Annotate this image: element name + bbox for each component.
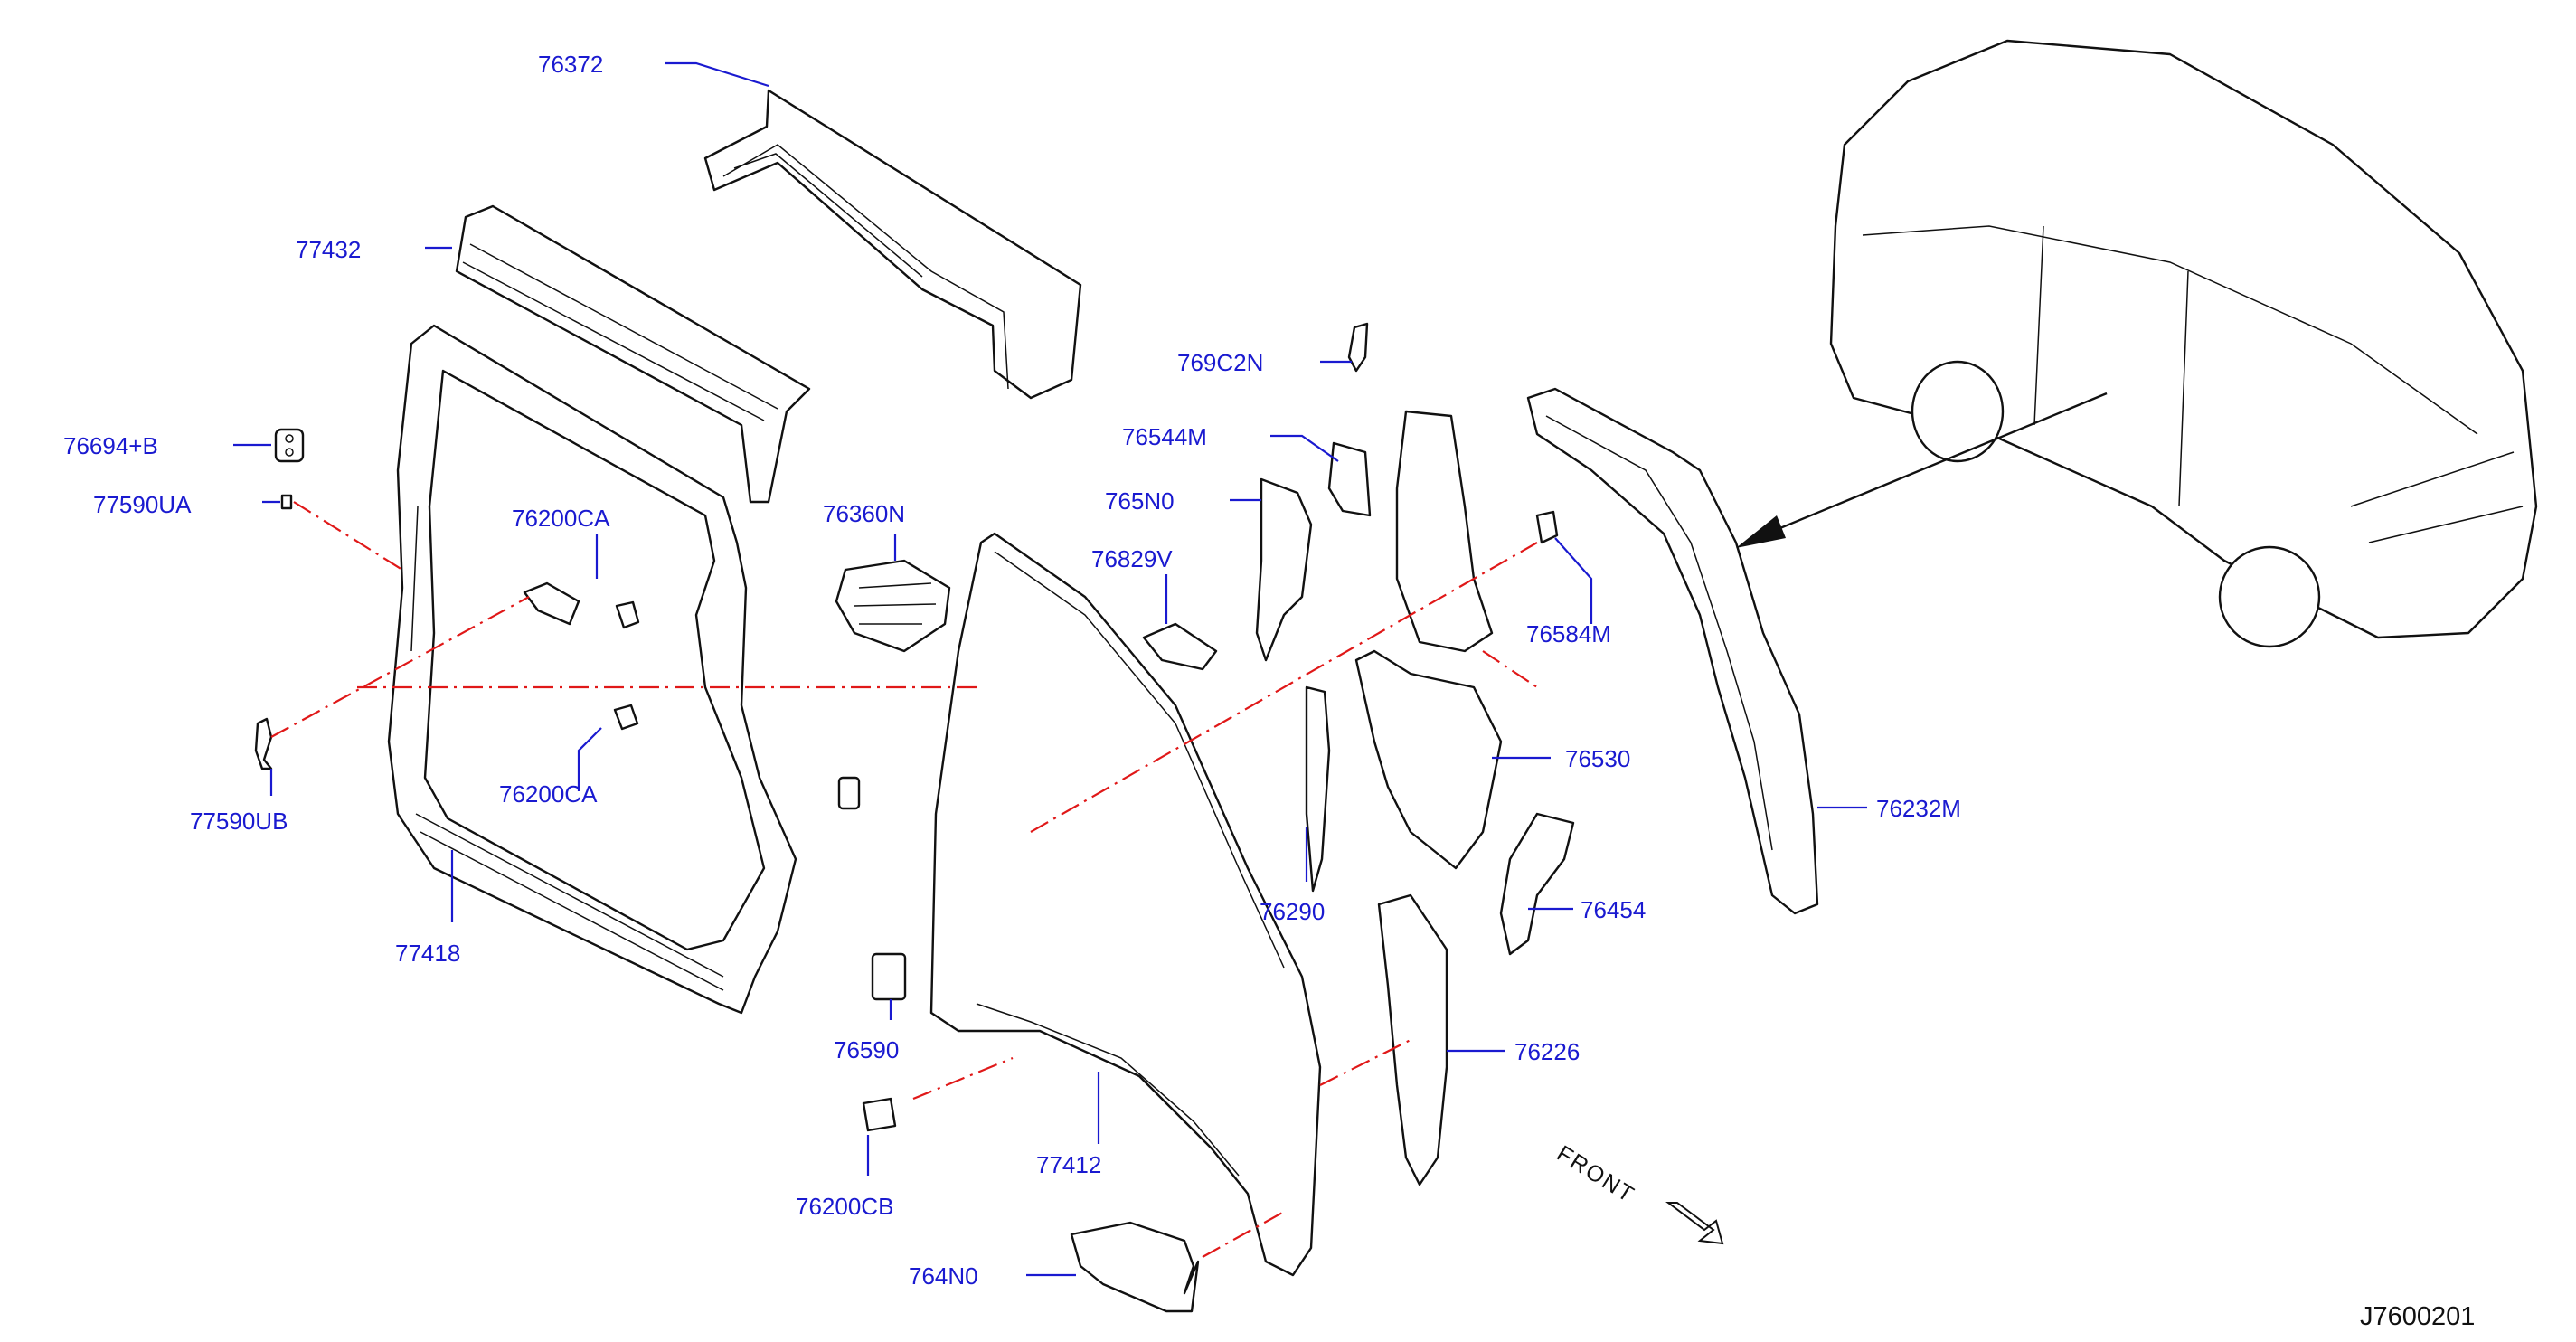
callout-76360N: 76360N <box>823 500 905 527</box>
callout-76226: 76226 <box>1514 1038 1580 1065</box>
part-76360N <box>835 559 951 653</box>
callout-77432: 77432 <box>296 236 361 263</box>
direction-arrow <box>1736 392 2108 548</box>
callout-76200CA-bottom: 76200CA <box>499 780 598 808</box>
part-76226 <box>1377 893 1448 1186</box>
part-76200CA-top <box>615 600 640 629</box>
part-76544M <box>1327 441 1372 517</box>
callout-77590UB: 77590UB <box>190 808 288 835</box>
part-769C2N <box>1347 322 1369 373</box>
part-76694B <box>274 428 305 463</box>
diagram-code: J7600201 <box>2360 1302 2475 1331</box>
part-766D4 <box>837 776 861 810</box>
callout-77418: 77418 <box>395 940 460 967</box>
callout-765N0: 765N0 <box>1105 487 1175 515</box>
front-arrow-icon <box>1665 1202 1724 1245</box>
part-764N0 <box>1070 1221 1200 1313</box>
leader-lines <box>233 61 1867 1277</box>
part-77418 <box>387 324 797 1015</box>
callout-76694B: 76694+B <box>63 432 158 459</box>
callout-76232M: 76232M <box>1876 795 1961 822</box>
part-76290 <box>1305 685 1331 893</box>
part-76829V <box>1142 622 1218 671</box>
part-76372 <box>703 89 1082 400</box>
part-77412 <box>929 532 1322 1277</box>
part-765N0 <box>1255 477 1313 662</box>
part-76232M <box>1526 387 1819 915</box>
center-lines <box>270 501 1538 1258</box>
callout-76530: 76530 <box>1565 745 1630 772</box>
part-center-pillar <box>1354 410 1503 870</box>
part-76590 <box>871 952 907 1001</box>
callout-76544M: 76544M <box>1122 423 1207 450</box>
vehicle-illustration <box>1829 39 2538 648</box>
part-77590UA <box>280 494 293 510</box>
callout-76454: 76454 <box>1581 896 1646 923</box>
callout-76829V: 76829V <box>1091 545 1173 572</box>
part-77590UB <box>254 717 273 770</box>
callout-76584M: 76584M <box>1526 620 1611 647</box>
part-bracket-mid <box>523 581 580 626</box>
callout-76200CA-top: 76200CA <box>512 505 610 532</box>
part-77432 <box>455 204 811 504</box>
callout-76372: 76372 <box>538 51 603 78</box>
part-76454 <box>1499 812 1575 956</box>
callout-76590: 76590 <box>834 1036 899 1063</box>
callout-769C2N: 769C2N <box>1177 349 1263 376</box>
callout-764N0: 764N0 <box>909 1262 978 1290</box>
part-76200CB <box>862 1097 897 1132</box>
callout-77412: 77412 <box>1036 1151 1101 1178</box>
front-direction-label: FRONT <box>1552 1140 1639 1208</box>
part-76584M <box>1535 510 1559 544</box>
callout-76200CB: 76200CB <box>796 1193 893 1220</box>
callout-76290: 76290 <box>1260 898 1325 925</box>
part-76200CA-bottom <box>613 704 639 731</box>
callout-77590UA: 77590UA <box>93 491 192 518</box>
